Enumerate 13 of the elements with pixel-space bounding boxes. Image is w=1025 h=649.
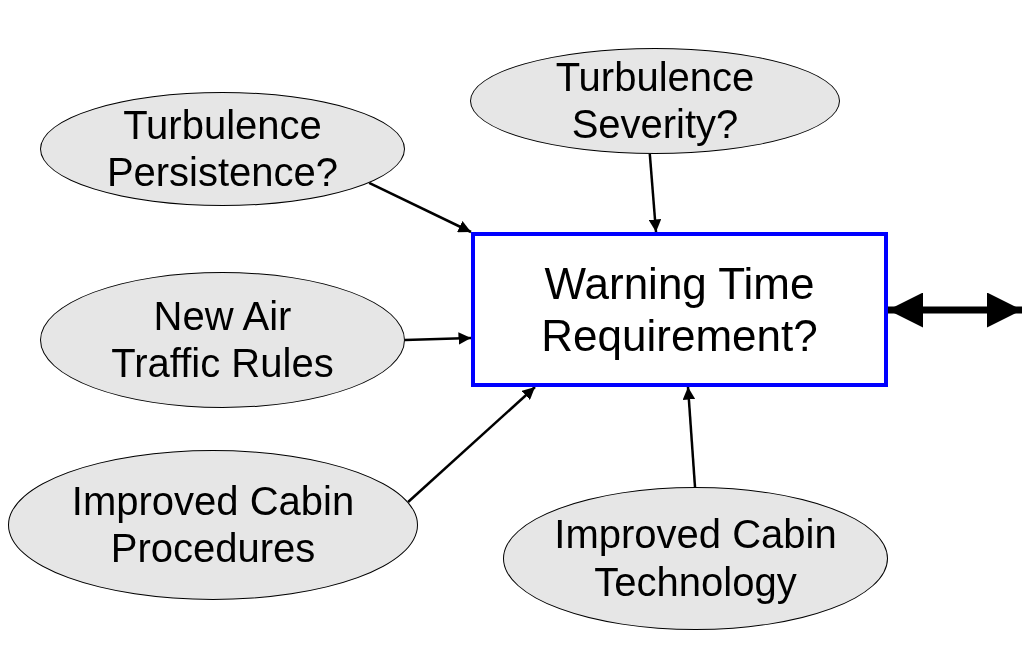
node-label: Improved Cabin Technology <box>553 511 838 606</box>
node-label: Turbulence Severity? <box>554 53 756 148</box>
arrow <box>648 153 662 233</box>
node-label: New Air Traffic Rules <box>110 292 335 387</box>
arrow <box>682 386 697 488</box>
process-box <box>471 232 888 387</box>
arrow <box>407 386 536 503</box>
arrow <box>404 332 472 345</box>
node-label: Turbulence Persistence? <box>105 101 340 196</box>
node-label: Warning Time Requirement? <box>540 257 819 362</box>
arrow <box>888 292 1022 328</box>
node-label: Improved Cabin Procedures <box>70 477 356 572</box>
arrow <box>368 181 472 234</box>
